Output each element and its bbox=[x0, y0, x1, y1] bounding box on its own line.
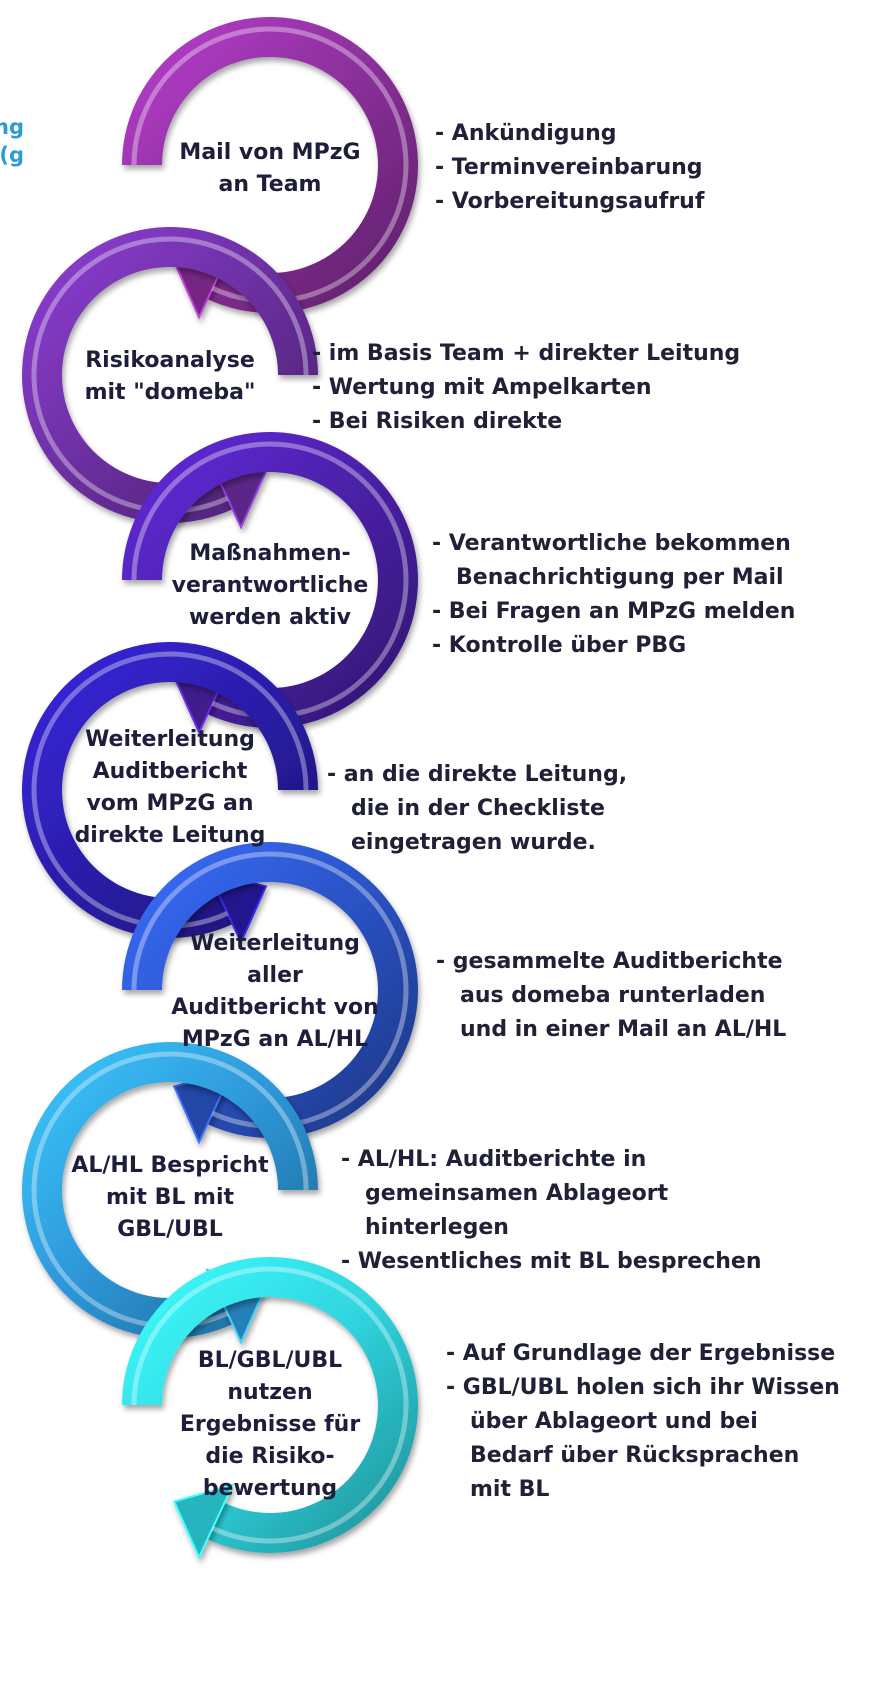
step-3-notes: - Verantwortliche bekommen Benachrichtig… bbox=[432, 527, 852, 663]
step-7-note-2: - GBL/UBL holen sich ihr Wissen über Abl… bbox=[446, 1375, 840, 1502]
step-1-note-3: - Vorbereitungsaufruf bbox=[435, 189, 705, 214]
step-7-title: BL/GBL/UBL nutzen Ergebnisse für die Ris… bbox=[179, 1348, 361, 1501]
step-4-title: Weiterleitung Auditbericht vom MPzG an d… bbox=[74, 727, 266, 848]
step-4-notes: - an die direkte Leitung, die in der Che… bbox=[327, 758, 667, 860]
arc-highlight-4 bbox=[31, 651, 309, 929]
arc-highlight-7 bbox=[131, 1266, 409, 1544]
step-6-note-1: - AL/HL: Auditberichte in gemeinsamen Ab… bbox=[341, 1147, 669, 1240]
step-6-note-2: - Wesentliches mit BL besprechen bbox=[341, 1249, 762, 1274]
step-4-note-1: - an die direkte Leitung, die in der Che… bbox=[327, 762, 628, 855]
step-3-note-1: - Verantwortliche bekommen Benachrichtig… bbox=[432, 531, 791, 590]
step-6-title: AL/HL Bespricht mit BL mit GBL/UBL bbox=[71, 1153, 269, 1242]
step-3-title: Maßnahmen- verantwortliche werden aktiv bbox=[171, 541, 369, 630]
arc-highlight-2 bbox=[31, 236, 309, 514]
step-3-note-2: - Bei Fragen an MPzG melden bbox=[432, 599, 796, 624]
arc-highlight-1 bbox=[131, 26, 409, 304]
step-2-note-2: - Wertung mit Ampelkarten bbox=[312, 375, 652, 400]
step-2-title: Risikoanalyse mit "domeba" bbox=[84, 348, 256, 405]
cropped-corner-text: ng g) bbox=[0, 113, 24, 169]
arrowhead-7 bbox=[172, 1483, 235, 1560]
arc-highlight-3 bbox=[131, 441, 409, 719]
step-2-note-1: - im Basis Team + direkter Leitung bbox=[312, 341, 741, 366]
step-1-notes: - Ankündigung - Terminvereinbarung - Vor… bbox=[435, 117, 835, 219]
step-1-title: Mail von MPzG an Team bbox=[179, 140, 361, 197]
step-5-note-1: - gesammelte Auditberichte aus domeba ru… bbox=[436, 949, 787, 1042]
arc-highlight-5 bbox=[131, 851, 409, 1129]
corner-fragment-1: ng bbox=[0, 115, 24, 139]
step-2-note-3: - Bei Risiken direkte bbox=[312, 409, 563, 434]
corner-fragment-2: g) bbox=[0, 143, 24, 167]
step-5-title: Weiterleitung aller Auditbericht von MPz… bbox=[171, 931, 379, 1052]
step-7-notes: - Auf Grundlage der Ergebnisse - GBL/UBL… bbox=[446, 1337, 846, 1507]
step-3-note-3: - Kontrolle über PBG bbox=[432, 633, 687, 658]
step-7-note-1: - Auf Grundlage der Ergebnisse bbox=[446, 1341, 836, 1366]
step-1-note-1: - Ankündigung bbox=[435, 121, 617, 146]
step-2-notes: - im Basis Team + direkter Leitung - Wer… bbox=[312, 337, 832, 439]
step-6-notes: - AL/HL: Auditberichte in gemeinsamen Ab… bbox=[341, 1143, 811, 1279]
step-5-notes: - gesammelte Auditberichte aus domeba ru… bbox=[436, 945, 816, 1047]
arc-highlight-6 bbox=[31, 1051, 309, 1329]
step-1-note-2: - Terminvereinbarung bbox=[435, 155, 703, 180]
